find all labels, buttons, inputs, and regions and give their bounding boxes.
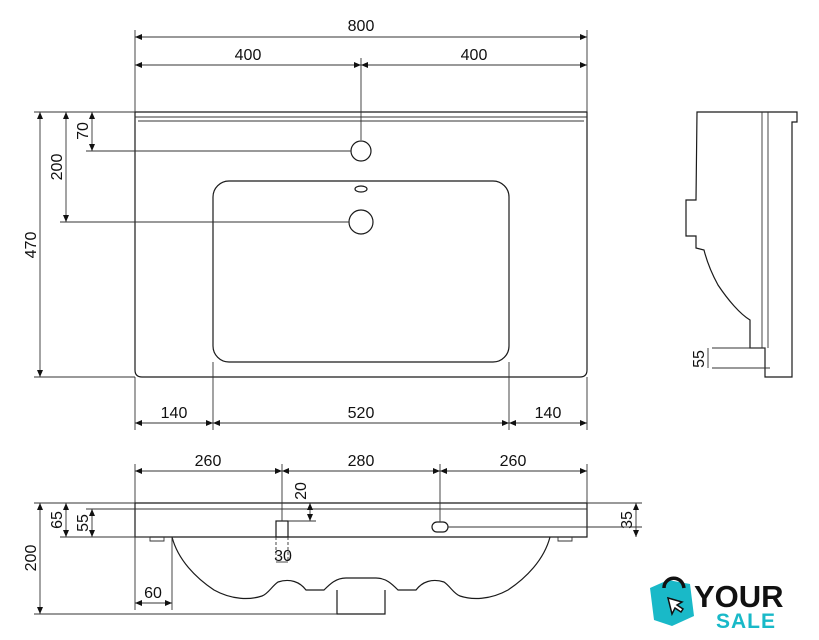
overflow-hole bbox=[354, 185, 368, 193]
bowl-outline bbox=[212, 180, 510, 363]
logo-word-sale: SALE bbox=[716, 610, 776, 633]
dim-280: 280 bbox=[348, 453, 375, 470]
hole bbox=[431, 521, 449, 533]
front-view-feet bbox=[149, 537, 573, 542]
front-view-slab bbox=[134, 502, 588, 538]
dim-55-side: 55 bbox=[691, 350, 708, 368]
ext-lines-35 bbox=[448, 502, 642, 528]
tap-hole bbox=[350, 140, 372, 162]
dim-400-right: 400 bbox=[461, 47, 488, 64]
dim-520: 520 bbox=[348, 405, 375, 422]
front-view-pedestal bbox=[336, 590, 386, 615]
ext-lines-front-left bbox=[34, 502, 337, 615]
side-view: 55 bbox=[685, 111, 798, 378]
top-view-outline bbox=[134, 111, 588, 378]
front-view-bowl bbox=[171, 536, 551, 600]
dim-60: 60 bbox=[144, 585, 162, 602]
dim-200-front: 200 bbox=[23, 545, 40, 572]
ext-lines-front-top bbox=[134, 464, 588, 522]
dim-800: 800 bbox=[348, 18, 375, 35]
cursor-icon bbox=[666, 596, 685, 617]
ext-lines-60 bbox=[134, 537, 173, 610]
ext-lines-top bbox=[134, 30, 588, 140]
dim-400-left: 400 bbox=[235, 47, 262, 64]
dim-140-right: 140 bbox=[535, 405, 562, 422]
ext-lines-bottom bbox=[134, 362, 588, 430]
side-view-base bbox=[712, 347, 770, 369]
your-sale-logo: YOUR SALE bbox=[650, 576, 784, 633]
ext-lines-left bbox=[34, 111, 351, 378]
dim-20: 20 bbox=[293, 482, 310, 500]
slot bbox=[275, 520, 289, 538]
front-view: 260 280 260 20 30 35 200 65 55 60 bbox=[23, 453, 642, 615]
bag-handle bbox=[662, 576, 686, 589]
side-view-back-edge bbox=[761, 112, 769, 348]
dim-65: 65 bbox=[49, 511, 66, 529]
drain-hole bbox=[348, 209, 374, 235]
dim-200: 200 bbox=[49, 154, 66, 181]
side-view-outline bbox=[685, 111, 798, 378]
dim-70: 70 bbox=[75, 122, 92, 140]
dim-260-left: 260 bbox=[195, 453, 222, 470]
dim-35: 35 bbox=[619, 511, 636, 529]
top-view: 800 400 400 470 200 70 140 520 140 bbox=[23, 18, 588, 430]
slot-dashed bbox=[275, 537, 289, 560]
dim-470: 470 bbox=[23, 232, 40, 259]
dim-55-front: 55 bbox=[75, 514, 92, 532]
dim-260-right: 260 bbox=[500, 453, 527, 470]
dim-30: 30 bbox=[274, 548, 292, 565]
dim-140-left: 140 bbox=[161, 405, 188, 422]
logo-word-your: YOUR bbox=[694, 579, 784, 614]
